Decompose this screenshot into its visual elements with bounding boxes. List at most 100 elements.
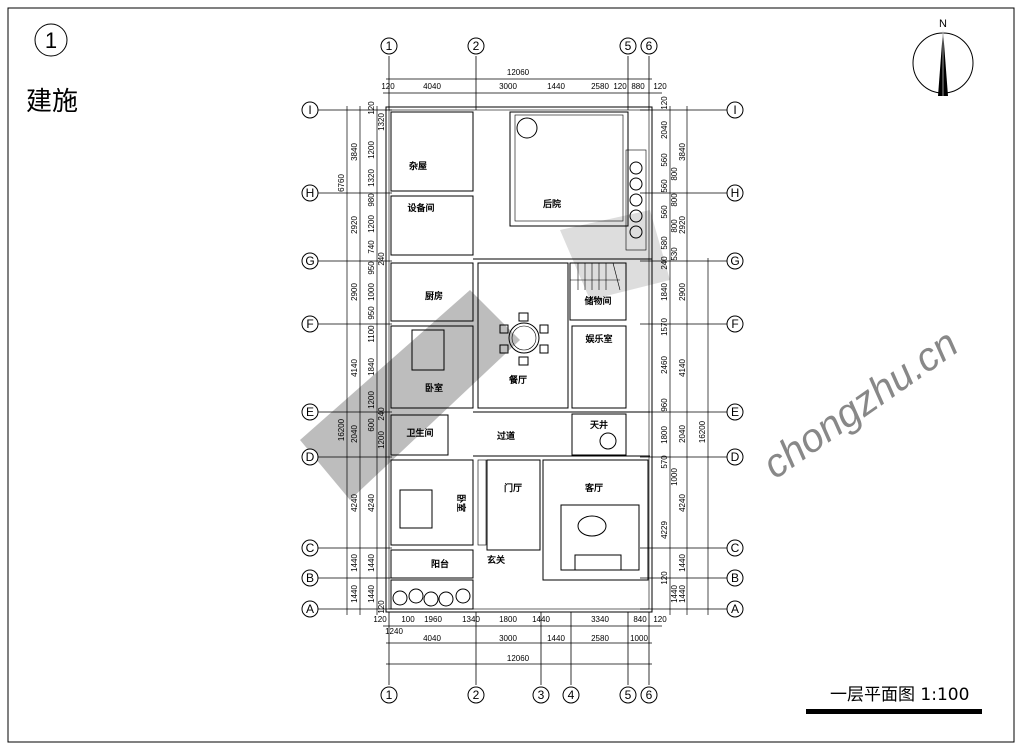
room-balcony bbox=[390, 549, 474, 579]
dimension-label: 1440 bbox=[532, 615, 550, 624]
axis-row-D-bubble-right bbox=[726, 448, 744, 466]
label-dining: 餐厅 bbox=[508, 374, 527, 386]
label-balcony: 阳台 bbox=[431, 558, 449, 570]
dimension-label: 1000 bbox=[630, 634, 648, 643]
room-labels: 杂屋 设备间 后院 厨房 储物间 娱乐室 餐厅 卧室 卫生间 过道 天井 门厅 … bbox=[406, 160, 612, 570]
dimension-label: 570 bbox=[660, 455, 669, 469]
dimension-label: 2040 bbox=[660, 121, 669, 139]
stairs bbox=[570, 262, 621, 291]
label-storage: 杂屋 bbox=[409, 160, 427, 172]
axis-col-5-bubble-bottom bbox=[619, 686, 637, 704]
axis-row-H-label-right: H bbox=[731, 186, 740, 200]
label-backyard: 后院 bbox=[543, 198, 561, 210]
dimension-label: 4229 bbox=[660, 521, 669, 539]
axis-row-F-bubble-right bbox=[726, 315, 744, 333]
dimension-label: 1440 bbox=[678, 554, 687, 572]
dimension-label: 120 bbox=[613, 82, 627, 91]
axis-col-2-bubble-bottom bbox=[467, 686, 485, 704]
dimension-label: 800 bbox=[670, 167, 679, 181]
axis-row-G-label-left: G bbox=[305, 254, 314, 268]
axis-col-4-label-bottom: 4 bbox=[568, 688, 575, 702]
dimension-label: 1100 bbox=[367, 325, 376, 343]
axis-row-H-bubble-left bbox=[301, 184, 319, 202]
axis-row-C-bubble-right bbox=[726, 539, 744, 557]
dimension-label: 100 bbox=[401, 615, 415, 624]
room-dining bbox=[477, 262, 569, 409]
dimension-label: 1440 bbox=[547, 82, 565, 91]
dimension-label: 1440 bbox=[350, 585, 359, 603]
dimension-label: 12060 bbox=[507, 68, 530, 77]
dimension-label: 530 bbox=[670, 247, 679, 261]
plants-icon bbox=[392, 117, 643, 607]
dimension-label: 3000 bbox=[499, 634, 517, 643]
dimension-label: 240 bbox=[377, 407, 386, 421]
dimension-label: 960 bbox=[660, 398, 669, 412]
dimension-label: 120 bbox=[373, 615, 387, 624]
axis-row-I-label-right: I bbox=[733, 103, 736, 117]
dimension-label: 2580 bbox=[591, 82, 609, 91]
axis-row-A-label-left: A bbox=[306, 602, 314, 616]
dimension-label: 4040 bbox=[423, 82, 441, 91]
axis-row-H-bubble-right bbox=[726, 184, 744, 202]
room-bedroom-2 bbox=[390, 459, 474, 546]
sofa-set-icon bbox=[560, 504, 640, 571]
dimension-label: 1000 bbox=[367, 283, 376, 301]
axis-row-C-bubble-left bbox=[301, 539, 319, 557]
axis-col-2-label-top: 2 bbox=[473, 39, 480, 53]
dimension-label: 6760 bbox=[337, 174, 346, 192]
dimension-label: 120 bbox=[653, 615, 667, 624]
axis-row-F-label-left: F bbox=[306, 317, 313, 331]
axis-row-E-bubble-left bbox=[301, 403, 319, 421]
axis-col-1-label-bottom: 1 bbox=[386, 688, 393, 702]
dimension-label: 1440 bbox=[678, 585, 687, 603]
dimension-label: 3340 bbox=[591, 615, 609, 624]
axis-col-2-bubble-top bbox=[467, 37, 485, 55]
axis-col-4-bubble-bottom bbox=[562, 686, 580, 704]
axis-row-E-label-left: E bbox=[306, 405, 314, 419]
dimension-label: 3840 bbox=[678, 143, 687, 161]
label-foyer: 门厅 bbox=[504, 482, 522, 494]
axis-row-D-label-left: D bbox=[306, 450, 315, 464]
label-storeroom: 储物间 bbox=[584, 295, 611, 307]
dimension-label: 1440 bbox=[367, 585, 376, 603]
dimension-label: 950 bbox=[367, 306, 376, 320]
dimension-label: 950 bbox=[367, 261, 376, 275]
axis-row-D-bubble-left bbox=[301, 448, 319, 466]
dimension-label: 600 bbox=[367, 418, 376, 432]
dimension-label: 16200 bbox=[698, 420, 707, 443]
axis-row-A-bubble-right bbox=[726, 600, 744, 618]
room-kitchen bbox=[390, 262, 474, 322]
label-bedroom-1: 卧室 bbox=[425, 382, 443, 394]
dimension-label: 880 bbox=[631, 82, 645, 91]
axis-row-B-label-left: B bbox=[306, 571, 314, 585]
dimension-label: 3840 bbox=[350, 143, 359, 161]
axis-col-5-label-top: 5 bbox=[625, 39, 632, 53]
axis-row-E-label-right: E bbox=[731, 405, 739, 419]
dimension-label: 2580 bbox=[591, 634, 609, 643]
label-living: 客厅 bbox=[584, 482, 603, 494]
sheet-number: 1 bbox=[45, 28, 57, 53]
axis-row-B-label-right: B bbox=[731, 571, 739, 585]
dimension-label: 120 bbox=[367, 101, 376, 115]
dimension-lines bbox=[346, 78, 709, 665]
title-underline bbox=[806, 709, 982, 714]
watermark bbox=[300, 210, 670, 500]
dimension-label: 16200 bbox=[337, 418, 346, 441]
dimension-label: 560 bbox=[660, 179, 669, 193]
axis-row-E-bubble-right bbox=[726, 403, 744, 421]
axis-row-I-bubble-right bbox=[726, 101, 744, 119]
sheet-border bbox=[7, 7, 1015, 743]
axis-col-6-label-top: 6 bbox=[646, 39, 653, 53]
axis-row-D-label-right: D bbox=[731, 450, 740, 464]
dimension-label: 4240 bbox=[367, 494, 376, 512]
dimension-label: 1320 bbox=[377, 113, 386, 131]
dimension-label: 1200 bbox=[367, 391, 376, 409]
north-label: N bbox=[939, 18, 947, 30]
label-patio: 天井 bbox=[590, 419, 608, 431]
room-patio bbox=[571, 413, 627, 456]
dimension-label: 120 bbox=[381, 82, 395, 91]
dimension-label: 1340 bbox=[462, 615, 480, 624]
axis-row-G-bubble-left bbox=[301, 252, 319, 270]
dimension-label: 2040 bbox=[678, 425, 687, 443]
